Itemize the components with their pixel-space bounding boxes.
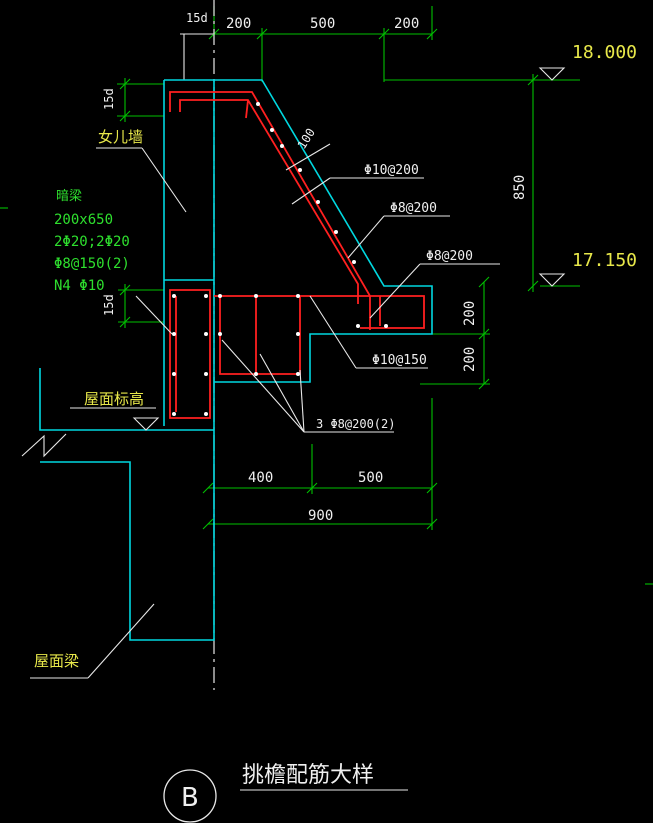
dim-top-mid: 500 bbox=[310, 16, 335, 32]
detail-title: 挑檐配筋大样 bbox=[242, 763, 374, 788]
label-15d-left-bottom: 15d bbox=[102, 294, 116, 316]
annotation-text: 15d 200 500 200 15d 15d 100 850 200 200 … bbox=[34, 11, 637, 813]
label-roof-level: 屋面标高 bbox=[84, 390, 144, 408]
elevation-bottom: 17.150 bbox=[572, 250, 637, 271]
dim-100: 100 bbox=[295, 126, 318, 152]
rebar-label-10-200: Φ10@200 bbox=[364, 163, 419, 178]
dim-400: 400 bbox=[248, 470, 273, 486]
dimension-lines bbox=[0, 6, 653, 585]
dim-200-upper: 200 bbox=[462, 301, 478, 326]
label-parapet: 女儿墙 bbox=[98, 128, 143, 146]
label-15d-top: 15d bbox=[186, 11, 208, 25]
label-15d-left-top: 15d bbox=[102, 88, 116, 110]
rebar-dots bbox=[172, 102, 388, 416]
dim-top-left: 200 bbox=[226, 16, 251, 32]
dim-850: 850 bbox=[512, 175, 528, 200]
leader-lines bbox=[30, 67, 566, 791]
elevation-top: 18.000 bbox=[572, 42, 637, 63]
rebar-label-8-200-a: Φ8@200 bbox=[390, 201, 437, 216]
beam-note-side-bars: N4 Φ10 bbox=[54, 278, 105, 294]
detail-mark-circle bbox=[163, 769, 217, 823]
dim-200-lower: 200 bbox=[462, 347, 478, 372]
dim-top-right: 200 bbox=[394, 16, 419, 32]
dim-500: 500 bbox=[358, 470, 383, 486]
beam-note-main-bars: 2Φ20;2Φ20 bbox=[54, 234, 130, 250]
beam-note-stirrups: Φ8@150(2) bbox=[54, 256, 130, 272]
rebar-label-10-150: Φ10@150 bbox=[372, 353, 427, 368]
label-roof-beam: 屋面梁 bbox=[34, 652, 79, 670]
concrete-outline bbox=[21, 79, 433, 641]
rebar-label-stirrups: 3 Φ8@200(2) bbox=[316, 417, 395, 431]
beam-note-title: 暗梁 bbox=[56, 189, 82, 204]
beam-note-size: 200x650 bbox=[54, 212, 113, 228]
detail-mark-letter: B bbox=[181, 783, 199, 813]
rebar-label-8-200-b: Φ8@200 bbox=[426, 249, 473, 264]
dim-900: 900 bbox=[308, 508, 333, 524]
